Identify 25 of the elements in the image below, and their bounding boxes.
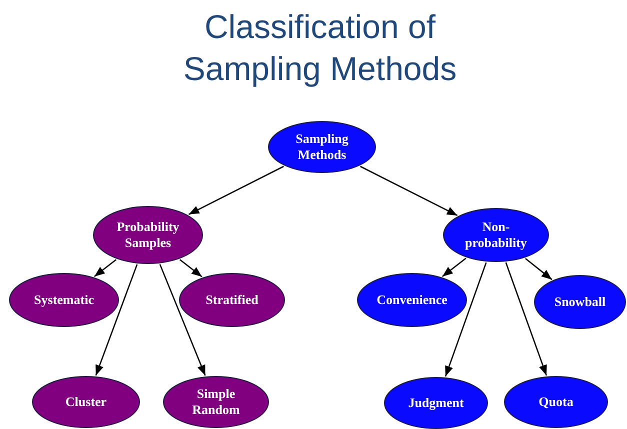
arrow [442, 258, 466, 277]
node-label: Simple Random [191, 386, 241, 418]
arrow [159, 264, 206, 376]
arrow [525, 258, 552, 280]
arrow [188, 166, 284, 215]
arrow [444, 262, 487, 377]
ellipse-node [9, 273, 119, 327]
node-label: Systematic [34, 292, 94, 308]
node-label: Non-probability [464, 219, 528, 251]
arrow [360, 166, 458, 216]
arrow [505, 262, 548, 376]
node-label: Judgment [408, 395, 464, 411]
arrow [179, 259, 202, 278]
ellipse-node [179, 273, 285, 327]
node-label: Quota [538, 394, 574, 410]
arrow [94, 259, 117, 277]
node-label: Probability Samples [116, 219, 180, 251]
node-label: Sampling Methods [294, 131, 350, 163]
arrow [95, 264, 138, 376]
node-label: Cluster [65, 394, 107, 410]
node-label: Stratified [206, 292, 258, 308]
node-label: Snowball [554, 294, 606, 310]
title: Classification of Sampling Methods [182, 7, 458, 89]
node-label: Convenience [376, 292, 448, 308]
ellipse-node [357, 273, 467, 327]
